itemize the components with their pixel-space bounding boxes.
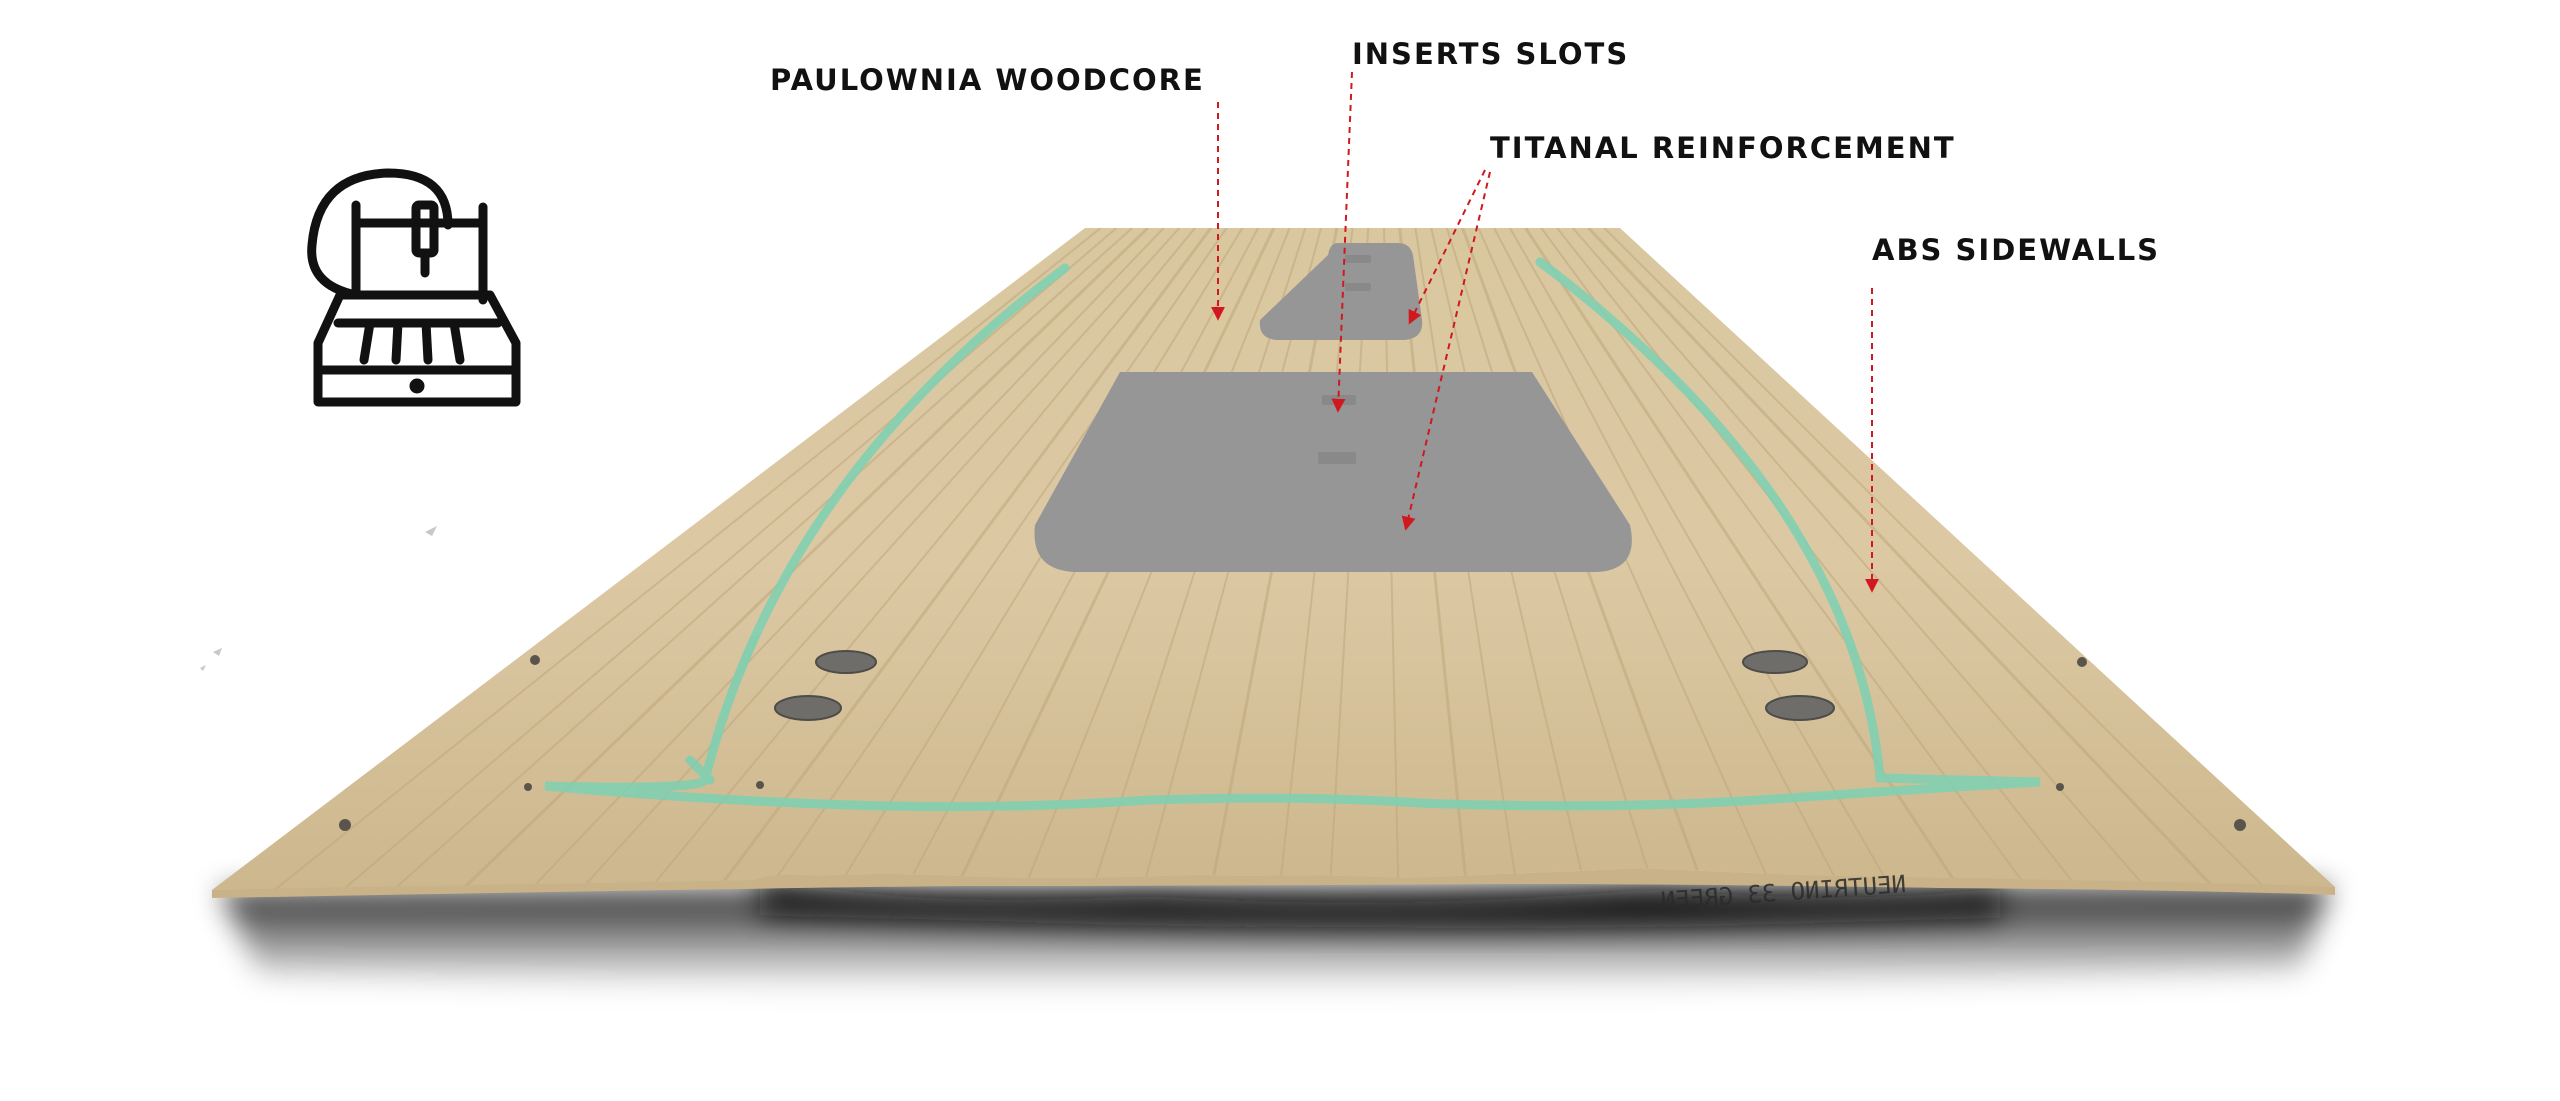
abs-sidewall-line — [544, 257, 2041, 812]
wood-grain-line — [579, 228, 1181, 890]
wood-grain-line — [392, 228, 1133, 890]
label-paulownia-woodcore: PAULOWNIA WOODCORE — [770, 63, 1205, 97]
wood-grain-line — [1587, 228, 2218, 890]
label-titanal-reinforcement: TITANAL REINFORCEMENT — [1490, 131, 1956, 165]
wood-grain-line — [716, 228, 1213, 890]
arrow-titanal-rear — [1401, 171, 1491, 531]
wood-grain-line — [648, 228, 1196, 890]
wood-grain-line — [835, 228, 1244, 890]
wood-grain-line — [1493, 228, 1843, 890]
titanal-plate-rear — [1034, 372, 1632, 572]
arrow-inserts — [1331, 71, 1353, 413]
edge-holes — [339, 655, 2246, 831]
wood-grain-line — [460, 228, 1149, 890]
wood-grain-line — [1509, 228, 1893, 890]
insert-holes — [774, 650, 1835, 721]
wood-grain-line — [273, 228, 1102, 890]
titanal-plate-front — [1259, 243, 1423, 340]
wood-grain-line — [342, 228, 1118, 890]
callout-arrows — [1211, 71, 1879, 593]
wood-grain-line — [1572, 228, 2149, 890]
cnc-machine-icon — [307, 168, 521, 407]
background-specks — [200, 526, 437, 671]
wood-grain-line — [1603, 228, 2268, 890]
wood-grain-line — [767, 228, 1228, 890]
board-shadow — [220, 878, 2330, 992]
wood-grain-line — [529, 228, 1165, 890]
label-abs-sidewalls: ABS SIDEWALLS — [1872, 233, 2161, 267]
label-inserts-slots: INSERTS SLOTS — [1352, 37, 1630, 71]
